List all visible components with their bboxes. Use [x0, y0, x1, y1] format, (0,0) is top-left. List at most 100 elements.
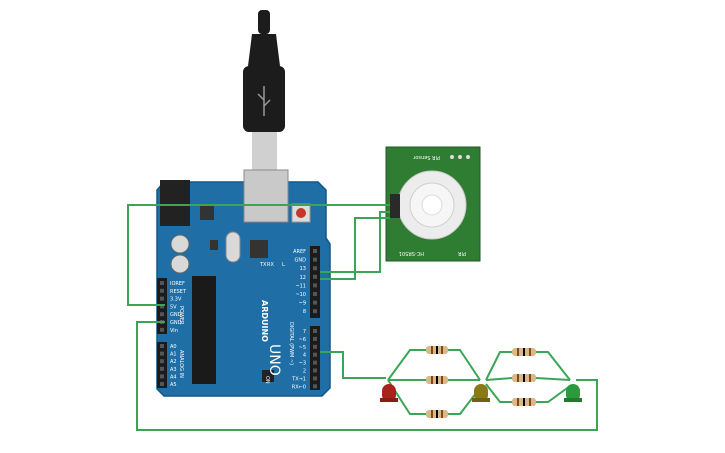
pin-label: 8	[303, 309, 306, 315]
pin-hole[interactable]	[160, 327, 164, 332]
digital-label: DIGITAL (PWM ~)	[288, 322, 294, 365]
pin-hole[interactable]	[160, 374, 164, 379]
pir-connector	[390, 194, 400, 218]
pin-hole[interactable]	[313, 344, 317, 349]
resistor[interactable]	[426, 410, 448, 418]
wires[interactable]	[127, 204, 598, 431]
pin-hole[interactable]	[160, 366, 164, 371]
usb-icon	[257, 86, 271, 116]
pin-label: ~5	[299, 345, 306, 351]
wire-gnd-to-pir	[320, 211, 390, 273]
pin-label: Vin	[170, 328, 178, 334]
power-jack	[160, 180, 190, 226]
wire-res1-to-yellow	[448, 349, 481, 381]
pir-sensor[interactable]: PIR Sensor HC-SR501 PIR	[385, 146, 481, 262]
pin-label: 13	[300, 266, 306, 272]
capacitor	[170, 234, 190, 254]
pin-hole[interactable]	[160, 312, 164, 317]
wire-yellow-to-res5	[485, 377, 513, 381]
led-l-label: L	[282, 262, 285, 268]
pin-hole[interactable]	[313, 292, 317, 296]
pin-hole[interactable]	[313, 360, 317, 365]
wire-5v-to-pir	[127, 204, 390, 306]
usb-cable[interactable]	[243, 10, 285, 170]
pir-model-label: HC-SR501	[399, 250, 424, 256]
resistor[interactable]	[426, 376, 448, 384]
pin-label: A0	[170, 344, 177, 350]
pin-label: 2	[303, 369, 306, 375]
pin-hole[interactable]	[160, 296, 164, 301]
pin-label: RX←0	[292, 384, 306, 390]
pin-hole[interactable]	[160, 359, 164, 364]
pin-label: 4	[303, 353, 306, 359]
pin-label: RESET	[170, 289, 187, 295]
pin-hole[interactable]	[313, 283, 317, 288]
pin-label: 5V	[170, 304, 177, 310]
pin-label: A1	[170, 352, 177, 358]
pin-label: IOREF	[170, 281, 185, 287]
pin-label: GND	[170, 320, 182, 326]
resistor[interactable]	[512, 348, 536, 356]
pin-label: ~11	[295, 283, 306, 289]
pin-hole[interactable]	[313, 309, 317, 314]
pin-hole[interactable]	[313, 352, 317, 357]
usb-port	[243, 169, 289, 223]
pin-hole[interactable]	[160, 281, 164, 285]
power-label: POWER	[178, 306, 184, 325]
pin-hole[interactable]	[313, 384, 317, 389]
pin-hole[interactable]	[160, 344, 164, 348]
pin-hole[interactable]	[313, 368, 317, 373]
on-label: ON	[264, 376, 270, 384]
resistor[interactable]	[512, 374, 536, 382]
digital-header-top	[310, 246, 320, 318]
pin-label: 3.3V	[170, 297, 182, 303]
analog-header	[157, 342, 167, 388]
pin-label: AREF	[293, 249, 306, 255]
pin-hole[interactable]	[313, 257, 317, 262]
resistor[interactable]	[426, 346, 448, 354]
wire-pin4-to-red-led	[320, 351, 386, 379]
pin-label: A3	[170, 367, 177, 373]
model-label: UNO	[266, 344, 282, 376]
pin-hole[interactable]	[313, 376, 317, 381]
pin-label: GND	[295, 258, 307, 264]
pin-hole[interactable]	[313, 249, 317, 253]
pir-pins-label: PIR Sensor	[412, 154, 440, 160]
crystal	[225, 231, 241, 263]
pin-hole[interactable]	[313, 329, 317, 333]
pir-side-label: PIR	[458, 250, 466, 256]
arduino-board[interactable]: ARDUINO UNO DIGITAL (PWM ~) POWER ANALOG…	[156, 169, 331, 397]
wire-res4-to-green	[536, 351, 571, 381]
pin-hole[interactable]	[313, 274, 317, 279]
pin-label: ~6	[299, 337, 306, 343]
pin-hole[interactable]	[160, 288, 164, 293]
pin-hole[interactable]	[160, 382, 164, 386]
pin-hole[interactable]	[160, 351, 164, 356]
wire-res5-to-green	[535, 377, 571, 381]
wire-yellow-to-res4	[485, 351, 512, 381]
pin-hole[interactable]	[313, 336, 317, 341]
brand-label: ARDUINO	[260, 300, 269, 342]
microcontroller-chip	[192, 276, 216, 384]
pin-label: ~10	[295, 292, 306, 298]
pin-label: TX→1	[291, 376, 306, 382]
resistor[interactable]	[512, 398, 536, 406]
pin-label: GND	[170, 312, 182, 318]
pin-label: ~9	[299, 301, 306, 307]
green-led[interactable]	[564, 384, 582, 402]
wire-gnd-to-circuit	[136, 321, 598, 431]
pin-hole[interactable]	[160, 304, 164, 309]
digital-header-bottom	[310, 326, 320, 390]
tx-label: TX	[259, 262, 267, 268]
red-led[interactable]	[380, 384, 398, 402]
pin-hole[interactable]	[313, 266, 317, 271]
wire-pin13-to-pir	[320, 217, 390, 280]
pin-label: 12	[300, 275, 306, 281]
wire-res6-to-green	[536, 385, 571, 403]
pin-label: A5	[170, 382, 177, 388]
yellow-led[interactable]	[472, 384, 490, 402]
rx-label: RX	[267, 262, 274, 268]
pin-label: A2	[170, 359, 177, 365]
pin-hole[interactable]	[313, 300, 317, 305]
